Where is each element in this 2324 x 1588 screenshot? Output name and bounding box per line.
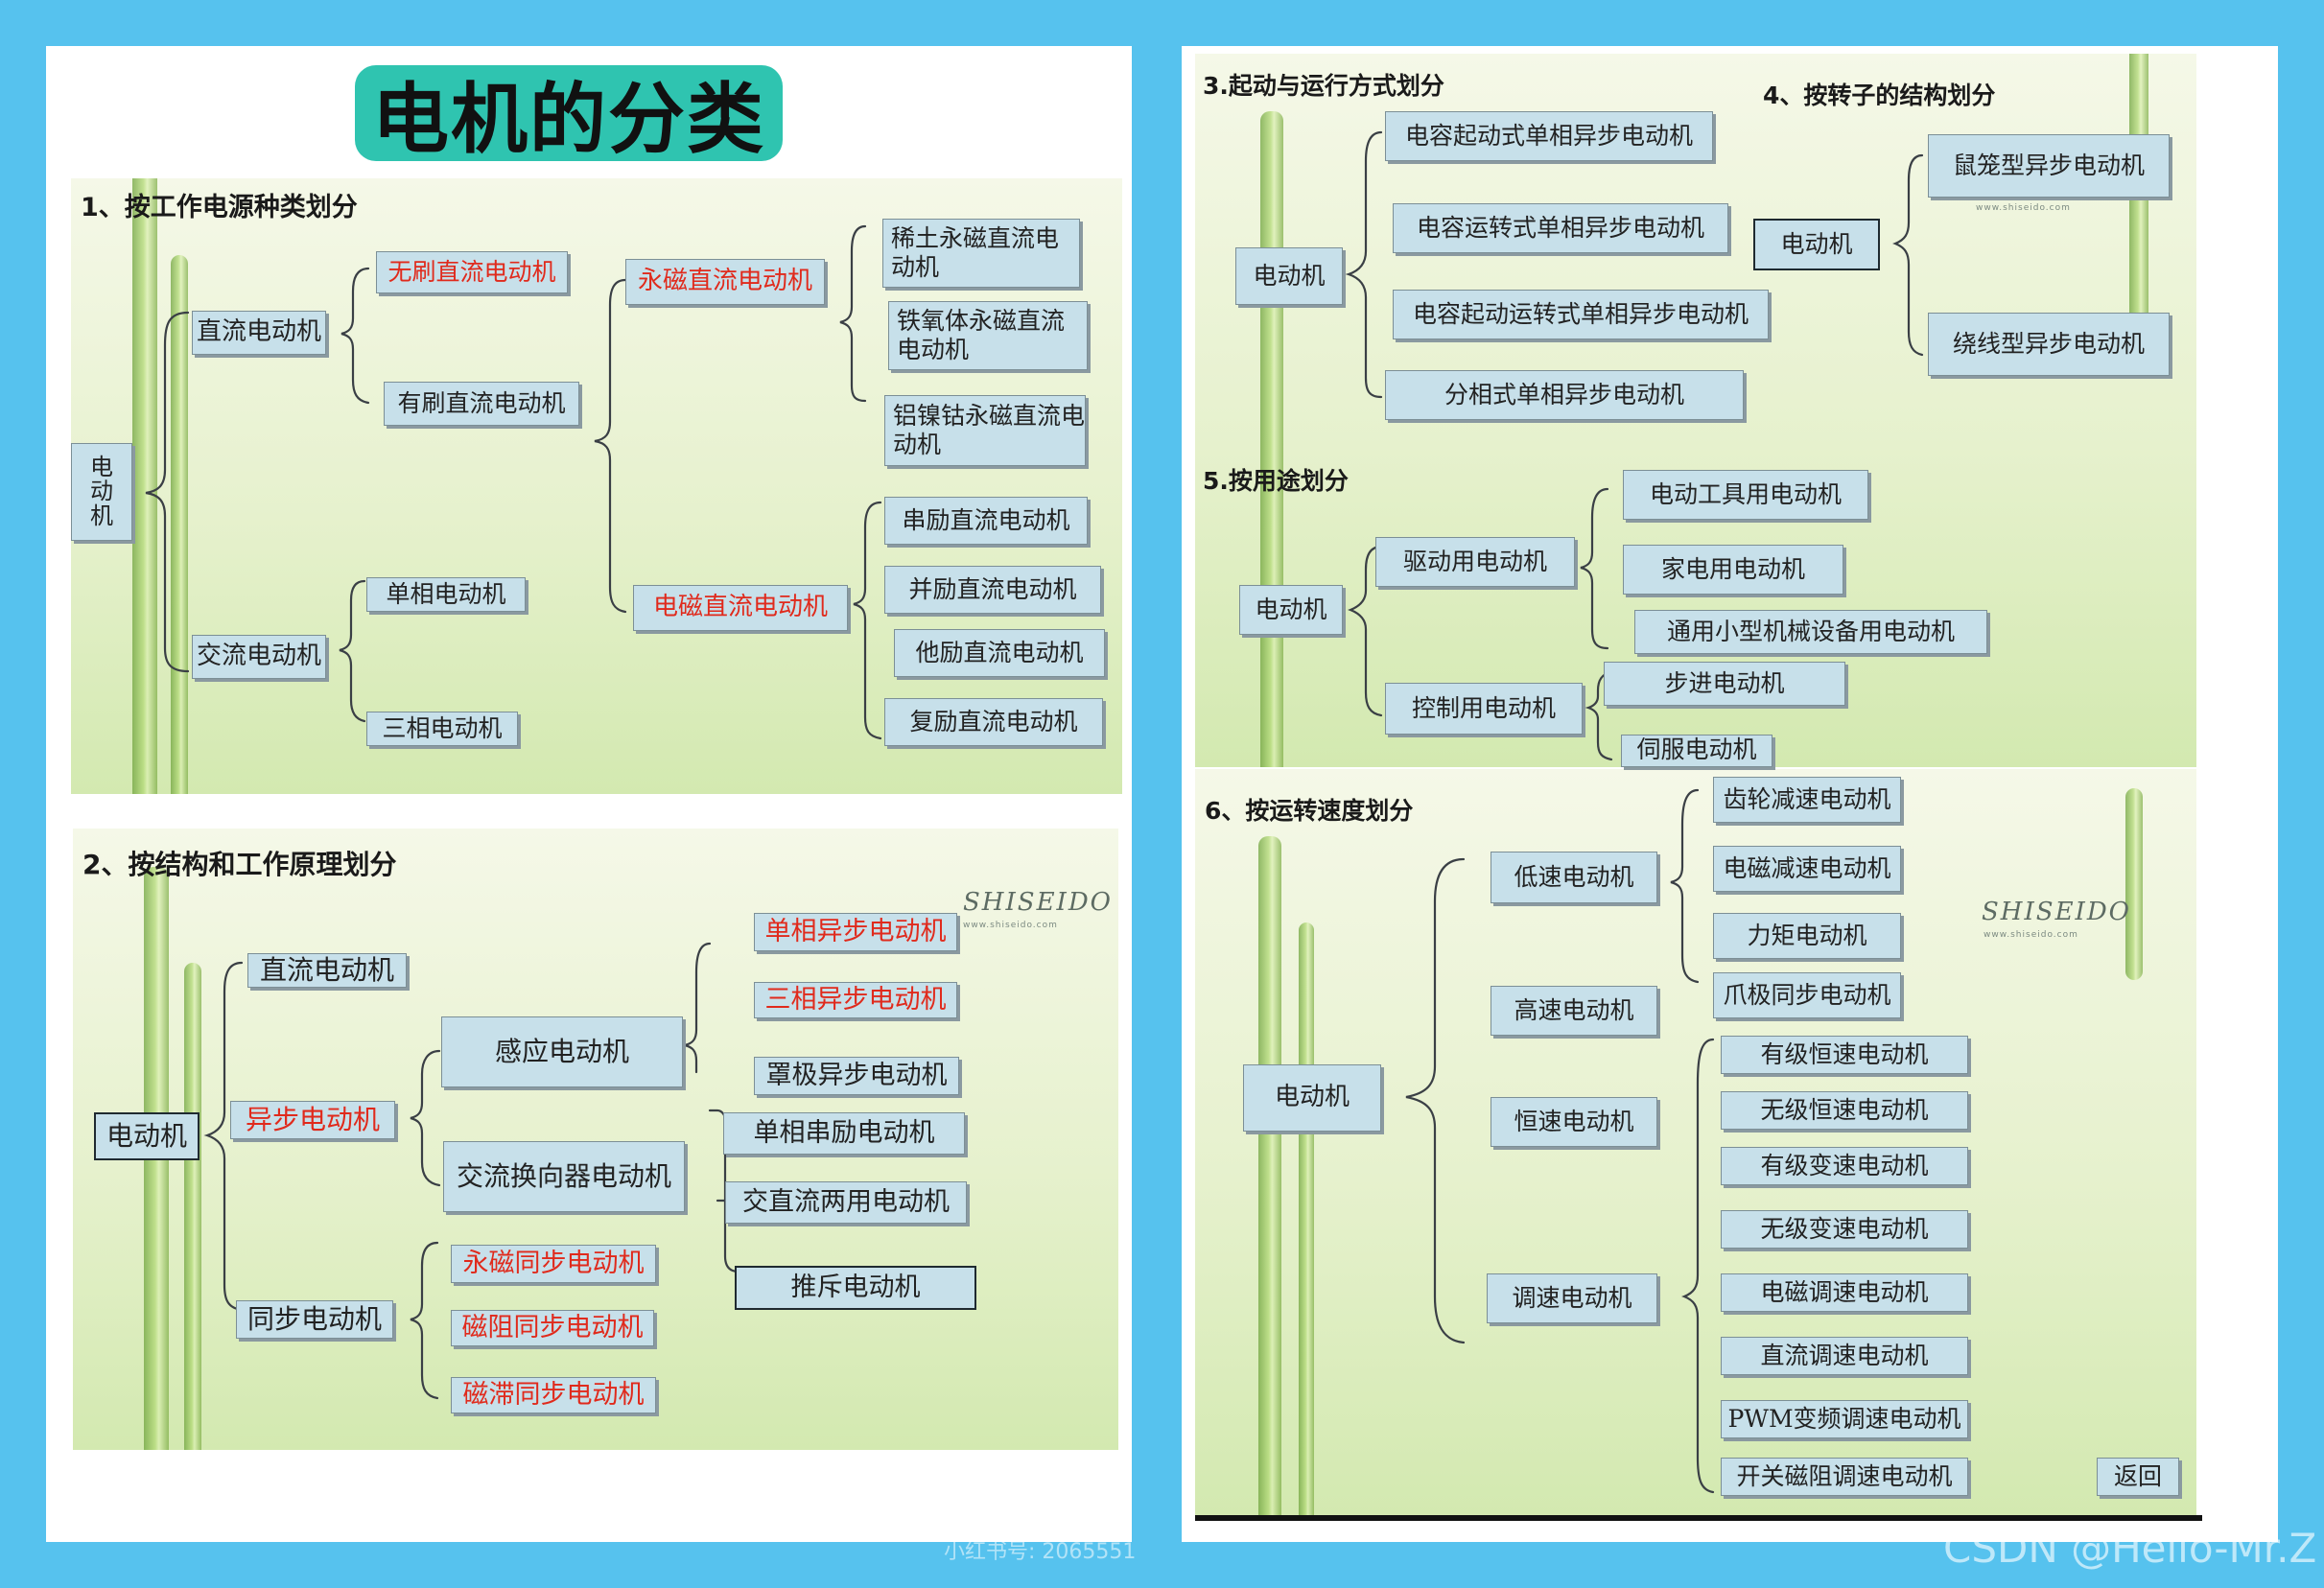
d6-low-type: 爪极同步电动机 <box>1713 972 1901 1018</box>
bamboo-stalk <box>184 963 201 1450</box>
d3-start-item: 电容起动运转式单相异步电动机 <box>1393 290 1769 339</box>
d6-adjustable-speed: 调速电动机 <box>1487 1273 1657 1323</box>
d5-drive-type: 电动工具用电动机 <box>1623 470 1868 520</box>
page-title: 电机的分类 <box>355 65 783 164</box>
d1-root-node: 电动机 <box>71 443 132 541</box>
d5-control-type: 步进电动机 <box>1604 662 1845 706</box>
d1-em-type: 串励直流电动机 <box>884 497 1088 545</box>
d4-rotor-item: 鼠笼型异步电动机 <box>1928 134 2170 198</box>
d6-speed-type: 开关磁阻调速电动机 <box>1721 1458 1968 1496</box>
brand-logo-url: www.shiseido.com <box>1984 930 2078 940</box>
section-title-rotor: 4、按转子的结构划分 <box>1763 82 1996 109</box>
d1-brushed-dc: 有刷直流电动机 <box>384 382 579 426</box>
d5-control-motor: 控制用电动机 <box>1385 683 1583 735</box>
bamboo-stalk <box>2125 788 2143 980</box>
d6-speed-type: PWM变频调速电动机 <box>1721 1400 1968 1438</box>
d6-speed-type: 有级变速电动机 <box>1721 1147 1968 1185</box>
section-title-power-source: 1、按工作电源种类划分 <box>81 193 358 222</box>
d1-pm-type: 铁氧体永磁直流电动机 <box>888 301 1088 370</box>
d5-drive-motor: 驱动用电动机 <box>1375 537 1575 587</box>
xhs-watermark: 小红书号: 2065551 <box>944 1540 1137 1564</box>
d2-sync-type: 磁滞同步电动机 <box>451 1377 656 1413</box>
d3-start-item: 电容运转式单相异步电动机 <box>1393 203 1728 253</box>
d2-sync-type: 永磁同步电动机 <box>451 1245 656 1283</box>
d1-three-phase: 三相电动机 <box>366 712 518 746</box>
d2-commutator-type: 推斥电动机 <box>735 1266 976 1310</box>
d6-low-type: 力矩电动机 <box>1713 913 1901 959</box>
brand-logo: SHISEIDO <box>1982 898 2131 926</box>
d5-drive-type: 家电用电动机 <box>1623 545 1843 595</box>
d2-induction-motor: 感应电动机 <box>441 1016 683 1087</box>
d6-low-speed: 低速电动机 <box>1491 852 1657 903</box>
d1-pm-type: 铝镍钴永磁直流电动机 <box>884 395 1086 466</box>
d6-low-type: 电磁减速电动机 <box>1713 846 1901 892</box>
panel-speed <box>1195 769 2196 1515</box>
d6-speed-type: 有级恒速电动机 <box>1721 1036 1968 1074</box>
d1-em-type: 他励直流电动机 <box>894 629 1105 677</box>
d3-root-node: 电动机 <box>1235 247 1343 305</box>
bamboo-stalk <box>1258 836 1281 1515</box>
d1-em-type: 并励直流电动机 <box>884 566 1101 614</box>
d4-rotor-item: 绕线型异步电动机 <box>1928 313 2170 376</box>
brand-logo: SHISEIDO <box>963 888 1113 917</box>
d2-commutator-type: 单相串励电动机 <box>723 1112 965 1155</box>
d2-induction-type: 单相异步电动机 <box>754 913 957 951</box>
d6-constant-speed: 恒速电动机 <box>1491 1097 1657 1147</box>
d1-single-phase: 单相电动机 <box>366 577 526 612</box>
d2-async-motor: 异步电动机 <box>230 1101 395 1139</box>
d3-start-item: 电容起动式单相异步电动机 <box>1385 111 1713 161</box>
d2-commutator-type: 交直流两用电动机 <box>725 1181 967 1224</box>
d2-sync-motor: 同步电动机 <box>236 1300 393 1339</box>
section-title-speed: 6、按运转速度划分 <box>1205 797 1414 825</box>
section-title-usage: 5.按用途划分 <box>1203 467 1349 495</box>
bamboo-stalk <box>1299 922 1314 1515</box>
d6-speed-type: 电磁调速电动机 <box>1721 1273 1968 1312</box>
d6-root-node: 电动机 <box>1243 1064 1381 1132</box>
d5-drive-type: 通用小型机械设备用电动机 <box>1634 610 1987 654</box>
d2-induction-type: 罩极异步电动机 <box>754 1057 959 1095</box>
divider-line <box>1195 1515 2202 1521</box>
d4-root-node: 电动机 <box>1753 219 1880 270</box>
d6-high-speed: 高速电动机 <box>1491 986 1657 1036</box>
d5-root-node: 电动机 <box>1239 585 1343 635</box>
d1-ac-motor: 交流电动机 <box>192 635 326 679</box>
brand-logo-url: www.shiseido.com <box>1976 203 2071 213</box>
d1-pm-dc: 永磁直流电动机 <box>625 259 825 305</box>
back-button[interactable]: 返回 <box>2097 1458 2179 1496</box>
d6-speed-type: 无级变速电动机 <box>1721 1210 1968 1249</box>
d2-induction-type: 三相异步电动机 <box>754 982 957 1018</box>
bamboo-stalk <box>132 178 157 794</box>
d6-speed-type: 无级恒速电动机 <box>1721 1091 1968 1130</box>
d3-start-item: 分相式单相异步电动机 <box>1385 370 1744 420</box>
d6-speed-type: 直流调速电动机 <box>1721 1337 1968 1375</box>
d1-em-type: 复励直流电动机 <box>884 698 1103 746</box>
d6-low-type: 齿轮减速电动机 <box>1713 777 1901 823</box>
brand-logo-url: www.shiseido.com <box>963 921 1058 930</box>
d2-commutator-motor: 交流换向器电动机 <box>443 1141 685 1212</box>
csdn-watermark: CSDN @Hello-Mr.Z <box>1943 1525 2317 1572</box>
bamboo-stalk <box>1260 111 1283 767</box>
d1-em-dc: 电磁直流电动机 <box>633 585 848 631</box>
bamboo-stalk <box>171 255 188 794</box>
d1-brushless-dc: 无刷直流电动机 <box>376 251 568 293</box>
section-title-start-mode: 3.起动与运行方式划分 <box>1203 72 1444 100</box>
d2-dc-motor: 直流电动机 <box>247 953 407 988</box>
d5-control-type: 伺服电动机 <box>1621 735 1772 767</box>
d2-root-node: 电动机 <box>94 1112 200 1160</box>
d1-pm-type: 稀土永磁直流电动机 <box>882 219 1080 288</box>
d1-dc-motor: 直流电动机 <box>192 311 326 355</box>
section-title-structure: 2、按结构和工作原理划分 <box>82 849 397 880</box>
d2-sync-type: 磁阻同步电动机 <box>451 1310 654 1346</box>
